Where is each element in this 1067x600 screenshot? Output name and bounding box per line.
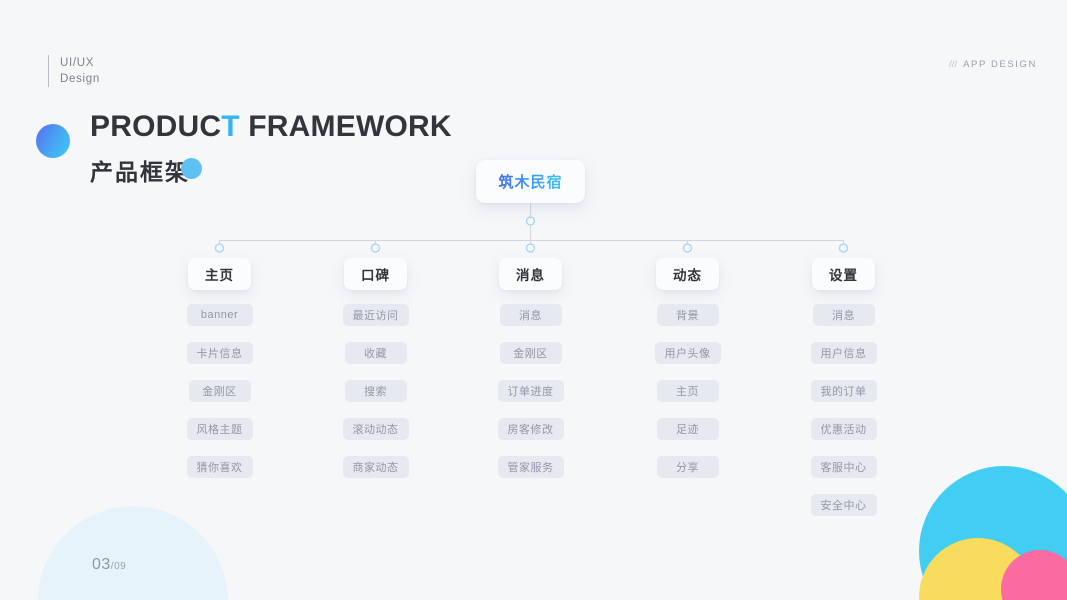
page-number-total: /09 (110, 561, 127, 572)
tree-leaf-item[interactable]: 消息 (499, 304, 562, 326)
tree-column-5: 设置消息用户信息我的订单优惠活动客服中心安全中心 (784, 258, 904, 532)
tree-leaf-item[interactable]: 优惠活动 (810, 418, 877, 440)
page-number-current: 03 (92, 556, 111, 573)
tree-column-2: 口碑最近访问收藏搜索滚动动态商家动态 (316, 258, 436, 494)
tree-branch-head[interactable]: 消息 (499, 258, 562, 290)
tree-leaf-item[interactable]: 我的订单 (810, 380, 877, 402)
tree-leaf-item[interactable]: 消息 (812, 304, 875, 326)
brand-mark: UI/UX Design (48, 55, 100, 87)
title-en-highlight: T (221, 110, 240, 143)
tree-leaf-item[interactable]: 足迹 (656, 418, 719, 440)
tree-column-1: 主页 banner 卡片信息金刚区风格主题猜你喜欢 (160, 258, 280, 494)
tree-leaf-item[interactable]: 安全中心 (810, 494, 877, 516)
tree-column-3: 消息消息金刚区订单进度房客修改管家服务 (471, 258, 591, 494)
page-title-cn: 产品框架 (90, 159, 190, 185)
tree-leaf-item[interactable]: 分享 (656, 456, 719, 478)
tree-column-4: 动态背景用户头像主页足迹分享 (628, 258, 748, 494)
tree-branch-head[interactable]: 动态 (656, 258, 719, 290)
tree-leaf-item[interactable]: 商家动态 (342, 456, 409, 478)
title-en-part2: FRAMEWORK (239, 110, 452, 143)
tree-leaf-item[interactable]: 收藏 (344, 342, 407, 364)
tree-leaf-item[interactable]: 订单进度 (497, 380, 564, 402)
tree-leaf-item[interactable]: 管家服务 (497, 456, 564, 478)
tree-leaf-item[interactable]: 金刚区 (499, 342, 562, 364)
tree-leaf-list: banner 卡片信息金刚区风格主题猜你喜欢 (160, 304, 280, 478)
tree-leaf-item[interactable]: 猜你喜欢 (186, 456, 253, 478)
title-en-part1: PRODUC (90, 110, 222, 143)
header-right-label: /// APP DESIGN (949, 59, 1037, 70)
tree-leaf-item[interactable]: 滚动动态 (342, 418, 409, 440)
tree-leaf-list: 消息金刚区订单进度房客修改管家服务 (471, 304, 591, 478)
tree-leaf-item[interactable]: banner (186, 304, 253, 326)
tree-leaf-item[interactable]: 风格主题 (186, 418, 253, 440)
brand-line-1: UI/UX (60, 57, 95, 69)
tree-leaf-item[interactable]: 房客修改 (497, 418, 564, 440)
header-right-text: APP DESIGN (963, 59, 1037, 70)
tree-leaf-item[interactable]: 主页 (656, 380, 719, 402)
title-accent-dot-icon (181, 158, 202, 179)
tree-leaf-item[interactable]: 背景 (656, 304, 719, 326)
tree-leaf-item[interactable]: 客服中心 (810, 456, 877, 478)
tree-leaf-item[interactable]: 金刚区 (188, 380, 251, 402)
tree-root-node[interactable]: 筑木民宿 (476, 160, 585, 203)
brand-line-2: Design (60, 73, 100, 85)
tree-leaf-item[interactable]: 用户头像 (654, 342, 721, 364)
tree-leaf-item[interactable]: 用户信息 (810, 342, 877, 364)
tree-branch-head[interactable]: 主页 (188, 258, 251, 290)
tree-root-label: 筑木民宿 (498, 171, 562, 192)
tree-branch-head[interactable]: 设置 (812, 258, 875, 290)
tree-leaf-item[interactable]: 最近访问 (342, 304, 409, 326)
slashes-icon: /// (949, 59, 958, 70)
tree-branch-head[interactable]: 口碑 (344, 258, 407, 290)
title-gradient-dot-icon (36, 124, 70, 158)
tree-leaf-list: 消息用户信息我的订单优惠活动客服中心安全中心 (784, 304, 904, 516)
page-number: 03/09 (92, 556, 126, 574)
tree-leaf-item[interactable]: 搜索 (344, 380, 407, 402)
tree-leaf-item[interactable]: 卡片信息 (186, 342, 253, 364)
tree-leaf-list: 最近访问收藏搜索滚动动态商家动态 (316, 304, 436, 478)
page-title-en: PRODUCT FRAMEWORK (90, 110, 452, 144)
tree-leaf-list: 背景用户头像主页足迹分享 (628, 304, 748, 478)
